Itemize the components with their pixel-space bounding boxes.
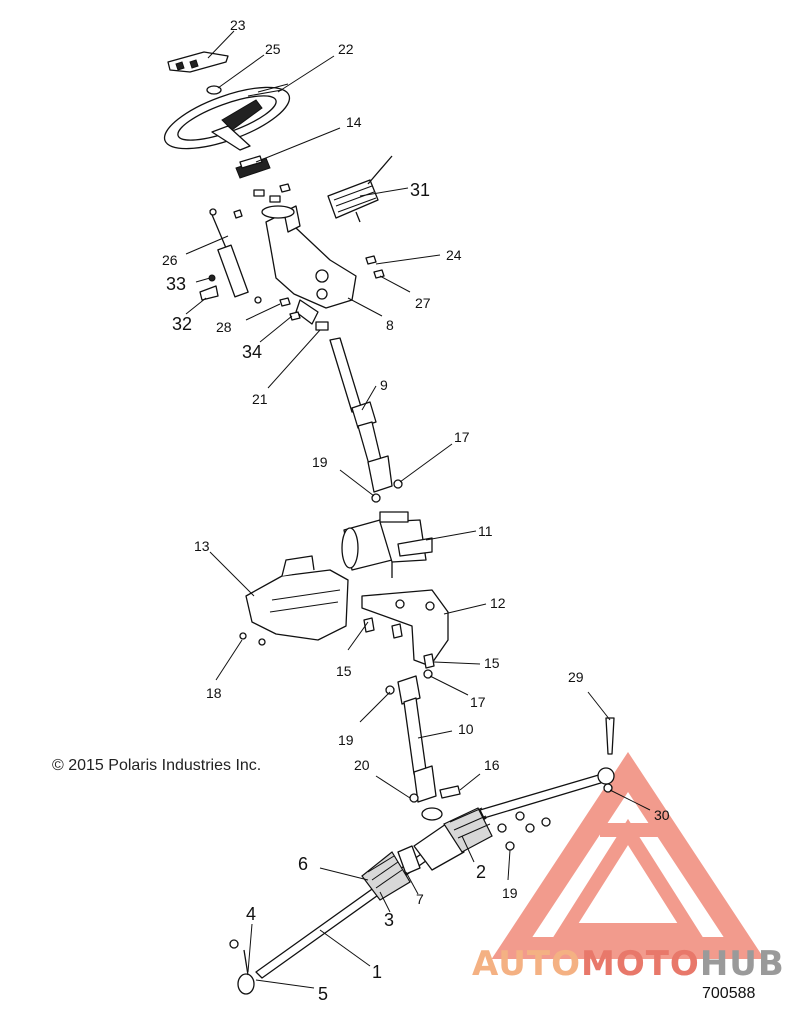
callout-5: 5 xyxy=(318,984,328,1004)
nut-part xyxy=(385,685,395,695)
bushing-part xyxy=(315,321,329,331)
callout-15-right: 15 xyxy=(484,655,500,671)
callout-12: 12 xyxy=(490,595,506,611)
callout-8: 8 xyxy=(386,317,394,333)
wheel-nut-part xyxy=(206,85,222,95)
diagram-number: 700588 xyxy=(702,985,756,1002)
washer-part xyxy=(279,297,291,307)
upper-steering-shaft-part xyxy=(329,337,393,493)
callout-31: 31 xyxy=(410,180,430,200)
steering-column-bracket-part xyxy=(261,205,357,325)
callout-27: 27 xyxy=(415,295,431,311)
callout-21: 21 xyxy=(252,391,268,407)
callout-19-bottom: 19 xyxy=(502,885,518,901)
tilt-strut-part xyxy=(209,208,262,304)
callout-26: 26 xyxy=(162,252,178,268)
column-bolts-part xyxy=(233,183,291,219)
watermark-brand: AUTOMOTOHUB xyxy=(472,944,785,984)
switch-assembly-part xyxy=(327,155,393,223)
callout-23: 23 xyxy=(230,17,246,33)
bracket-part xyxy=(199,285,219,301)
lower-steering-shaft-part xyxy=(397,675,437,803)
steering-mount-bracket-part xyxy=(361,589,449,667)
callout-34: 34 xyxy=(242,342,262,362)
callout-28: 28 xyxy=(216,319,232,335)
leader-lines xyxy=(185,30,651,989)
callout-1: 1 xyxy=(372,962,382,982)
nut-part xyxy=(409,793,419,803)
bolt-part xyxy=(289,311,301,321)
callout-10: 10 xyxy=(458,721,474,737)
watermark-hub: HUB xyxy=(699,944,785,984)
rack-nuts-part xyxy=(497,811,551,851)
callout-24: 24 xyxy=(446,247,462,263)
bolt-part xyxy=(439,785,461,799)
callout-16: 16 xyxy=(484,757,500,773)
steering-cover-part xyxy=(245,555,349,641)
copyright-text: © 2015 Polaris Industries Inc. xyxy=(52,757,262,774)
callout-numbers: 23 25 22 14 31 26 24 33 27 32 28 8 34 21… xyxy=(162,17,670,1004)
pinion-housing-part xyxy=(413,807,493,871)
callout-13: 13 xyxy=(194,538,210,554)
callout-17-mid: 17 xyxy=(470,694,486,710)
wheel-hub-adapter-part xyxy=(235,155,271,179)
callout-7: 7 xyxy=(416,891,424,907)
callout-14: 14 xyxy=(346,114,362,130)
callout-6: 6 xyxy=(298,854,308,874)
power-steering-unit-part xyxy=(341,511,433,578)
callout-19-mid: 19 xyxy=(338,732,354,748)
callout-11: 11 xyxy=(478,523,493,539)
callout-33: 33 xyxy=(166,274,186,294)
callout-9: 9 xyxy=(380,377,388,393)
callout-20: 20 xyxy=(354,757,370,773)
callout-18: 18 xyxy=(206,685,222,701)
watermark-auto: AUTO xyxy=(472,944,581,984)
callout-19-top: 19 xyxy=(312,454,328,470)
rack-clamp-part xyxy=(397,845,421,875)
callout-2: 2 xyxy=(476,862,486,882)
watermark-logo-icon xyxy=(491,752,765,959)
mount-bolts-part xyxy=(363,617,435,669)
callout-29: 29 xyxy=(568,669,584,685)
bracket-bolts-part xyxy=(365,255,385,279)
callout-4: 4 xyxy=(246,904,256,924)
watermark-moto: MOTO xyxy=(580,944,700,984)
steering-wheel-part xyxy=(163,83,291,151)
screw-part xyxy=(258,638,266,646)
callout-25: 25 xyxy=(265,41,281,57)
steering-wheel-cap-part xyxy=(167,51,229,73)
callout-32: 32 xyxy=(172,314,192,334)
callout-17-top: 17 xyxy=(454,429,470,445)
tie-rod-bolt-part xyxy=(605,717,615,755)
callout-22: 22 xyxy=(338,41,354,57)
screw-part xyxy=(239,632,247,640)
callout-15-left: 15 xyxy=(336,663,352,679)
callout-3: 3 xyxy=(384,910,394,930)
rack-boot-left-part xyxy=(361,851,411,901)
callout-30: 30 xyxy=(654,807,670,823)
